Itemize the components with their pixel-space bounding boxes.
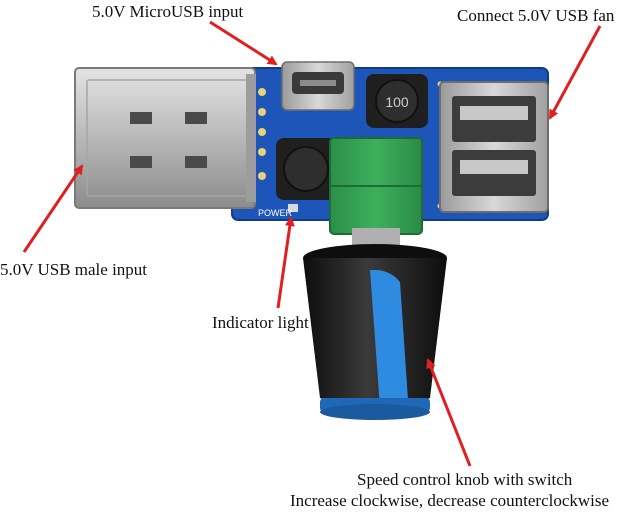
- arrow-microusb: [209, 20, 278, 66]
- knob-stripe: [370, 270, 408, 408]
- label-microusb-input: 5.0V MicroUSB input: [92, 2, 244, 21]
- power-silkscreen: POWER: [258, 208, 293, 218]
- label-indicator-light: Indicator light: [212, 313, 309, 332]
- microusb-port: [281, 61, 355, 111]
- callout-arrows: [22, 20, 602, 467]
- label-knob-direction: Increase clockwise, decrease countercloc…: [290, 491, 610, 510]
- label-knob-title: Speed control knob with switch: [357, 470, 573, 489]
- arrow-usb-male: [22, 164, 84, 253]
- arrow-indicator: [276, 216, 295, 309]
- inductor-bottom: [276, 138, 336, 200]
- speed-knob: [303, 244, 447, 420]
- inductor-code: 100: [385, 94, 409, 110]
- usb-female-port: [439, 81, 549, 213]
- potentiometer: [329, 137, 423, 246]
- label-usb-fan: Connect 5.0V USB fan: [457, 6, 615, 25]
- usb-male-plug: [74, 67, 256, 209]
- indicator-light: POWER: [258, 204, 298, 218]
- label-usb-male-input: 5.0V USB male input: [0, 260, 148, 279]
- inductor-top: 100: [366, 74, 428, 128]
- arrow-knob: [426, 358, 472, 467]
- arrow-usb-fan: [548, 25, 602, 120]
